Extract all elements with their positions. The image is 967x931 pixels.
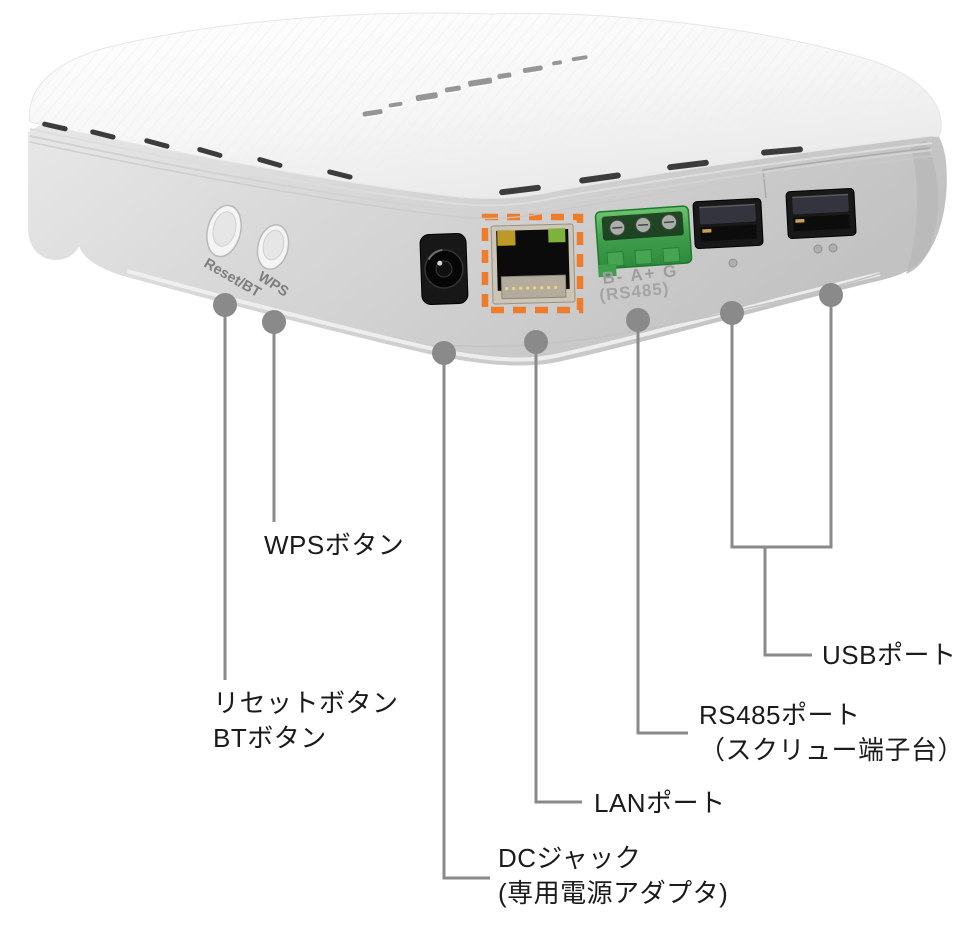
usb-port-2 (785, 187, 857, 240)
device-vents (42, 121, 803, 196)
callout-dot-usb1 (720, 301, 744, 325)
callout-dot-wps (262, 310, 286, 334)
rs485-terminal-screws (609, 214, 678, 236)
callout-lines (223, 295, 833, 880)
rs485-label-line2: （スクリュー端子台） (699, 735, 965, 765)
lan-port-highlight-box (481, 213, 584, 314)
callout-label-wps: WPSボタン (264, 528, 404, 563)
device-rim-grooves (29, 128, 933, 220)
rs485-label-line1: RS485ポート (699, 700, 861, 730)
callout-line-dc (442, 353, 490, 880)
device-top-cover (29, 12, 942, 220)
dc-jack-port (419, 233, 469, 305)
lan-port (490, 223, 576, 305)
panel-hole (728, 258, 738, 268)
dc-label-line2: (専用電源アダプタ) (498, 878, 729, 908)
callout-label-dc: DCジャック (専用電源アダプタ) (498, 841, 728, 911)
rs485-terminal-block (594, 205, 693, 278)
callout-dot-reset (213, 293, 237, 317)
callout-dot-dc (432, 341, 456, 365)
callout-line-lan (534, 342, 582, 804)
callout-line-usb-bracket (730, 295, 833, 549)
callout-label-usb: USBポート (822, 638, 956, 673)
callout-line-usb-stem (763, 547, 812, 657)
dc-label-line1: DCジャック (498, 843, 642, 873)
callout-dot-rs485 (626, 308, 650, 332)
panel-hole (828, 243, 838, 253)
device-panel-seam (762, 147, 931, 199)
reset-label-line2: BTボタン (213, 723, 327, 753)
lan-led-green (548, 228, 566, 243)
reset-bt-button (206, 204, 242, 258)
callout-label-rs485: RS485ポート （スクリュー端子台） (699, 698, 964, 768)
callout-line-rs485 (636, 320, 688, 735)
callout-dots (213, 283, 843, 365)
callout-dot-usb2 (819, 283, 843, 307)
usb-label-text: USBポート (822, 640, 957, 670)
lan-led-yellow (497, 230, 516, 246)
device-logo-emboss (362, 55, 590, 118)
panel-hole (813, 244, 823, 254)
callout-label-reset-bt: リセットボタン BTボタン (213, 686, 399, 756)
lan-label-text: LANポート (594, 788, 726, 818)
reset-label-line1: リセットボタン (213, 688, 399, 718)
wps-label-text: WPSボタン (264, 530, 405, 560)
callout-dot-lan (524, 330, 548, 354)
callout-label-lan: LANポート (594, 786, 726, 821)
usb-port-1 (692, 197, 764, 250)
wps-button (256, 224, 290, 270)
device-right-side-shade (906, 140, 939, 274)
